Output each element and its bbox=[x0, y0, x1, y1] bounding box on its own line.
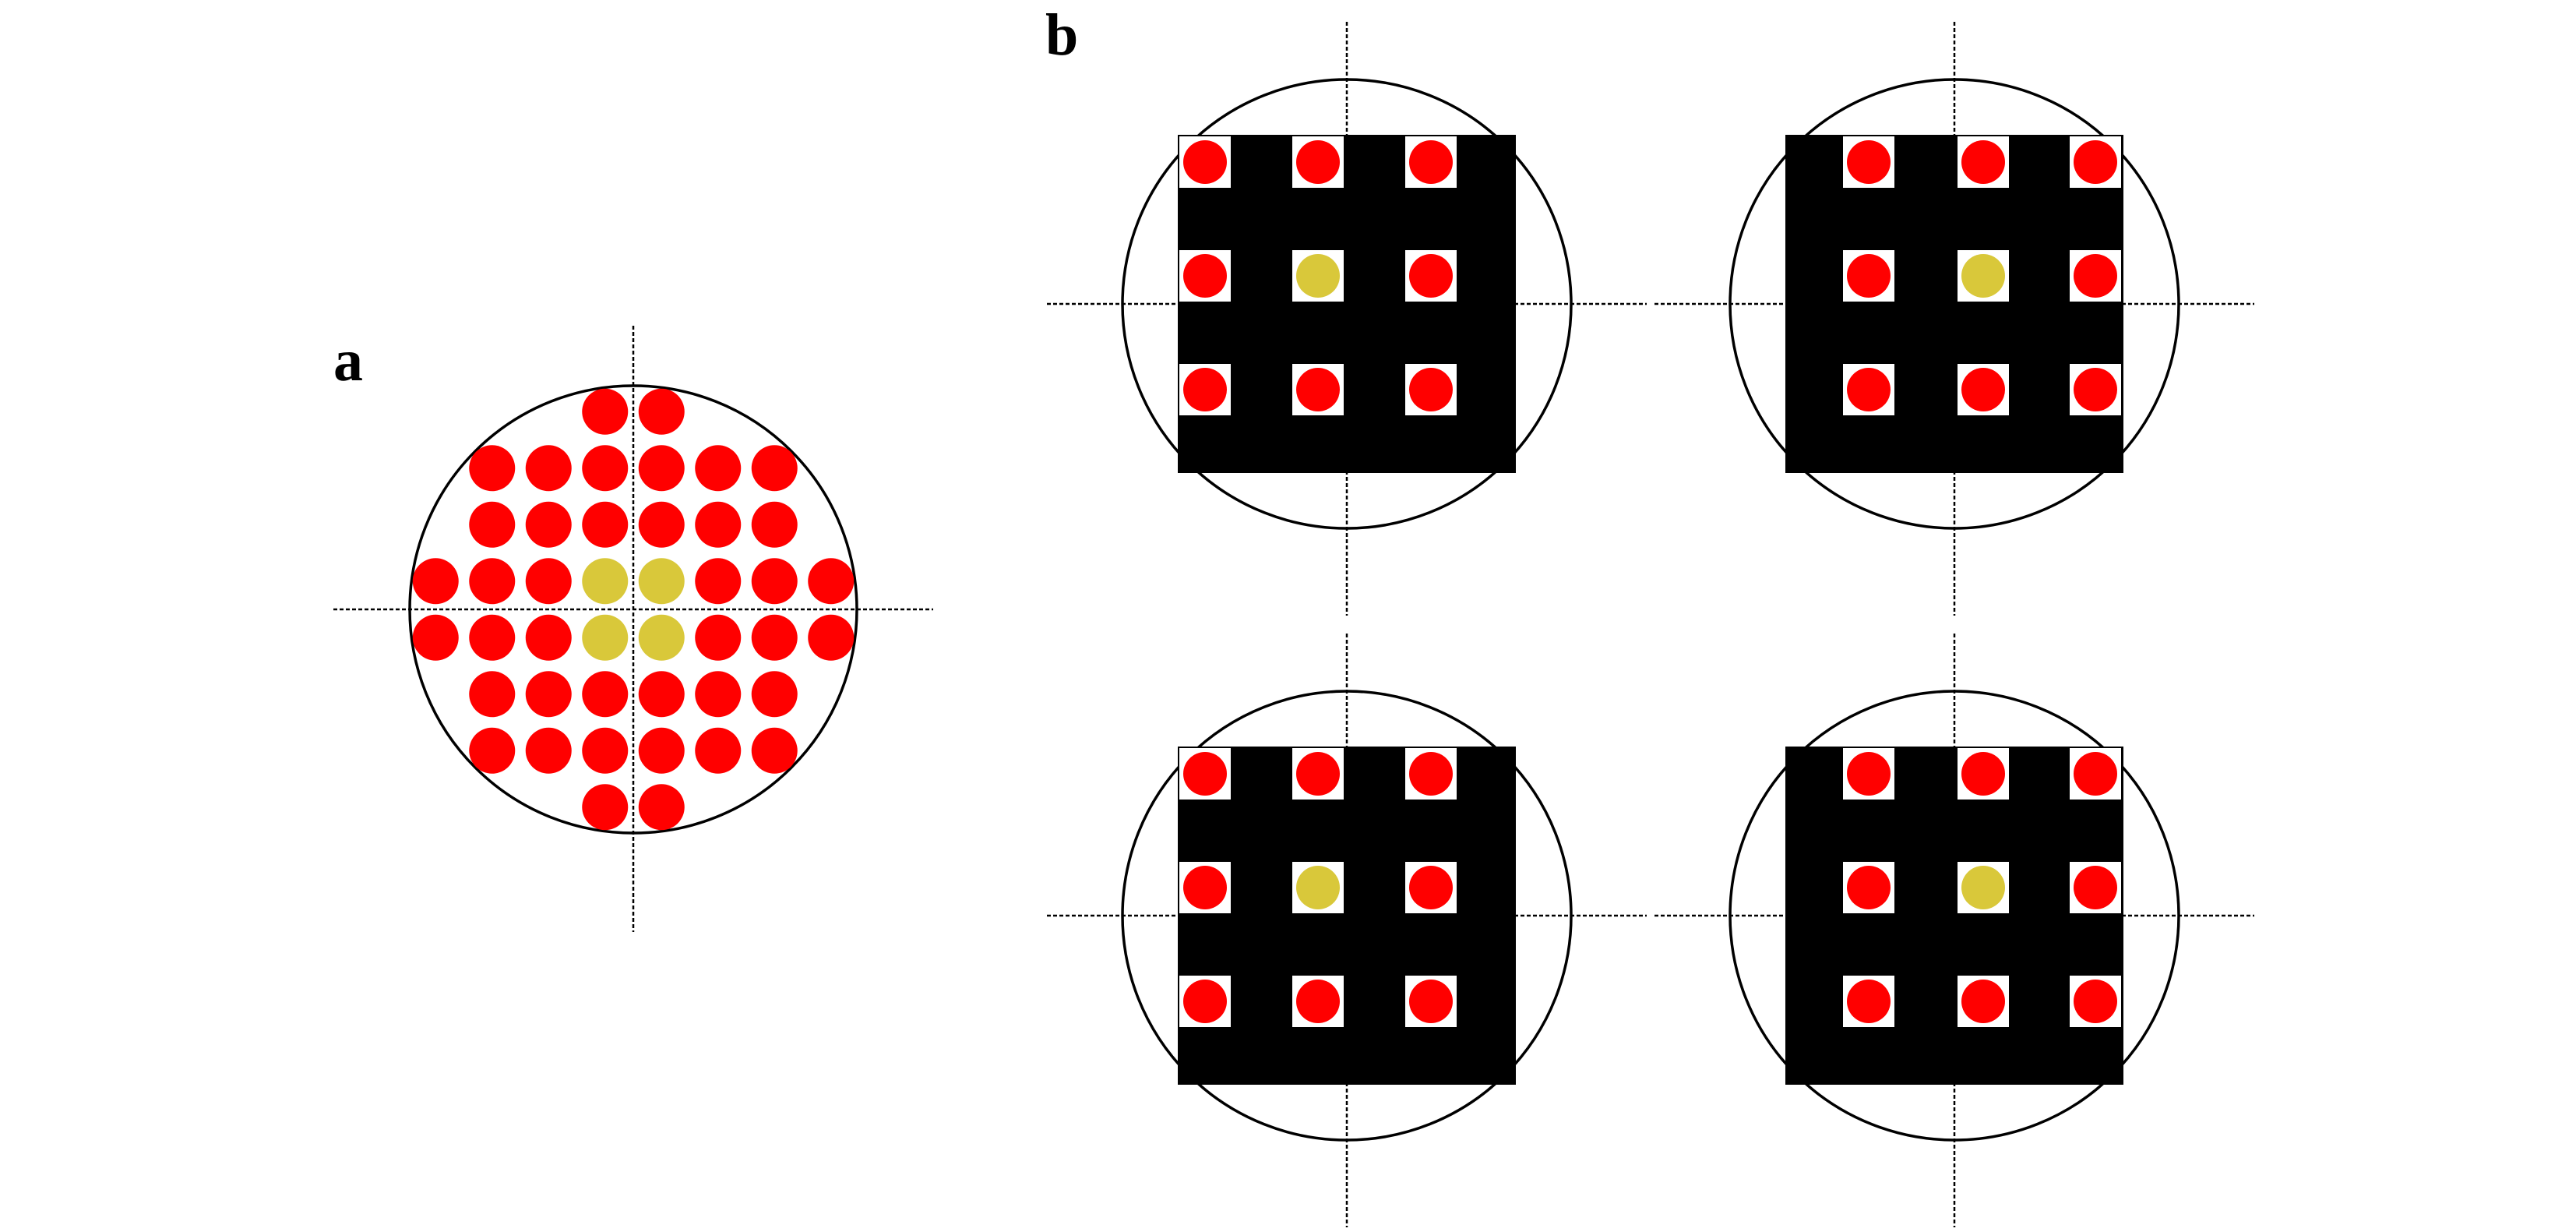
panel-b-red-dot bbox=[1961, 140, 2005, 184]
panel-b-black-square bbox=[1178, 135, 1516, 473]
panel-a-red-dot bbox=[582, 501, 629, 548]
panel-a-red-dot bbox=[525, 501, 572, 548]
panel-a-red-dot bbox=[582, 671, 629, 718]
panel-a-red-dot bbox=[469, 614, 516, 661]
panel-a-red-dot bbox=[469, 445, 516, 492]
panel-b-red-dot bbox=[2074, 140, 2117, 184]
panel-a-red-dot bbox=[582, 784, 629, 831]
panel-b-red-dot bbox=[1409, 866, 1453, 909]
panel-a-red-dot bbox=[751, 445, 798, 492]
panel-b-red-dot bbox=[1183, 866, 1227, 909]
panel-a-red-dot bbox=[695, 614, 742, 661]
panel-a-red-dot bbox=[808, 614, 855, 661]
panel-a-red-dot bbox=[638, 445, 685, 492]
panel-a-red-dot bbox=[695, 501, 742, 548]
panel-a-red-dot bbox=[525, 558, 572, 605]
panel-a-yellow-dot bbox=[638, 558, 685, 605]
panel-b-red-dot bbox=[1296, 752, 1340, 796]
panel-b-red-dot bbox=[1183, 980, 1227, 1023]
panel-b-red-dot bbox=[1409, 980, 1453, 1023]
panel-a-red-dot bbox=[582, 388, 629, 435]
panel-a-red-dot bbox=[808, 558, 855, 605]
panel-a-label: a bbox=[333, 328, 363, 394]
panel-b-boundary-circle bbox=[1121, 78, 1573, 530]
panel-b-red-dot bbox=[1296, 140, 1340, 184]
panel-a-red-dot bbox=[525, 445, 572, 492]
panel-a-red-dot bbox=[751, 671, 798, 718]
panel-a-red-dot bbox=[469, 558, 516, 605]
panel-b-red-dot bbox=[1409, 368, 1453, 411]
panel-b-red-dot bbox=[1847, 368, 1891, 411]
panel-b bbox=[1047, 22, 2254, 1227]
panel-b-red-dot bbox=[1847, 140, 1891, 184]
panel-a-red-dot bbox=[638, 501, 685, 548]
panel-b-black-square bbox=[1178, 747, 1516, 1085]
panel-a-red-dot bbox=[469, 671, 516, 718]
panel-b-boundary-circle bbox=[1121, 690, 1573, 1142]
panel-a-red-dot bbox=[751, 558, 798, 605]
panel-b-red-dot bbox=[1183, 140, 1227, 184]
panel-a-yellow-dot bbox=[638, 614, 685, 661]
panel-b-red-dot bbox=[2074, 368, 2117, 411]
panel-a-red-dot bbox=[638, 388, 685, 435]
panel-b-red-dot bbox=[1409, 140, 1453, 184]
panel-b-black-square bbox=[1785, 135, 2123, 473]
panel-b-red-dot bbox=[1847, 254, 1891, 298]
panel-a-red-dot bbox=[412, 558, 459, 605]
panel-b-unit-1 bbox=[1047, 22, 1647, 616]
panel-b-black-square bbox=[1785, 747, 2123, 1085]
panel-a-red-dot bbox=[638, 727, 685, 774]
panel-b-unit-3 bbox=[1047, 634, 1647, 1227]
panel-b-yellow-dot bbox=[1296, 866, 1340, 909]
panel-a bbox=[333, 326, 933, 932]
panel-a-boundary-circle bbox=[408, 384, 858, 835]
panel-a-red-dot bbox=[695, 727, 742, 774]
panel-b-red-dot bbox=[1296, 368, 1340, 411]
panel-b-unit-4 bbox=[1654, 634, 2254, 1227]
panel-b-boundary-circle bbox=[1728, 690, 2180, 1142]
panel-b-yellow-dot bbox=[1961, 866, 2005, 909]
panel-a-red-dot bbox=[412, 614, 459, 661]
panel-b-red-dot bbox=[1409, 254, 1453, 298]
panel-a-red-dot bbox=[751, 614, 798, 661]
panel-b-red-dot bbox=[1183, 254, 1227, 298]
panel-a-red-dot bbox=[525, 671, 572, 718]
panel-b-red-dot bbox=[1961, 368, 2005, 411]
panel-b-red-dot bbox=[1961, 752, 2005, 796]
panel-a-red-dot bbox=[695, 445, 742, 492]
panel-a-yellow-dot bbox=[582, 614, 629, 661]
panel-b-red-dot bbox=[2074, 254, 2117, 298]
panel-b-red-dot bbox=[2074, 752, 2117, 796]
panel-a-red-dot bbox=[582, 727, 629, 774]
panel-a-red-dot bbox=[695, 558, 742, 605]
panel-a-red-dot bbox=[751, 727, 798, 774]
panel-a-yellow-dot bbox=[582, 558, 629, 605]
panel-b-red-dot bbox=[1847, 752, 1891, 796]
panel-a-red-dot bbox=[469, 501, 516, 548]
panel-b-red-dot bbox=[1847, 980, 1891, 1023]
panel-a-red-dot bbox=[638, 671, 685, 718]
panel-b-red-dot bbox=[1409, 752, 1453, 796]
panel-a-red-dot bbox=[469, 727, 516, 774]
panel-b-label: b bbox=[1045, 2, 1078, 68]
panel-b-red-dot bbox=[2074, 866, 2117, 909]
panel-b-red-dot bbox=[1296, 980, 1340, 1023]
panel-a-red-dot bbox=[525, 727, 572, 774]
panel-a-red-dot bbox=[695, 671, 742, 718]
panel-b-unit-2 bbox=[1654, 22, 2254, 616]
panel-a-red-dot bbox=[751, 501, 798, 548]
panel-b-red-dot bbox=[1847, 866, 1891, 909]
panel-b-red-dot bbox=[1961, 980, 2005, 1023]
panel-b-boundary-circle bbox=[1728, 78, 2180, 530]
panel-b-red-dot bbox=[1183, 752, 1227, 796]
panel-a-red-dot bbox=[582, 445, 629, 492]
panel-b-red-dot bbox=[2074, 980, 2117, 1023]
panel-a-red-dot bbox=[525, 614, 572, 661]
panel-a-red-dot bbox=[638, 784, 685, 831]
panel-b-yellow-dot bbox=[1961, 254, 2005, 298]
panel-b-yellow-dot bbox=[1296, 254, 1340, 298]
panel-b-red-dot bbox=[1183, 368, 1227, 411]
